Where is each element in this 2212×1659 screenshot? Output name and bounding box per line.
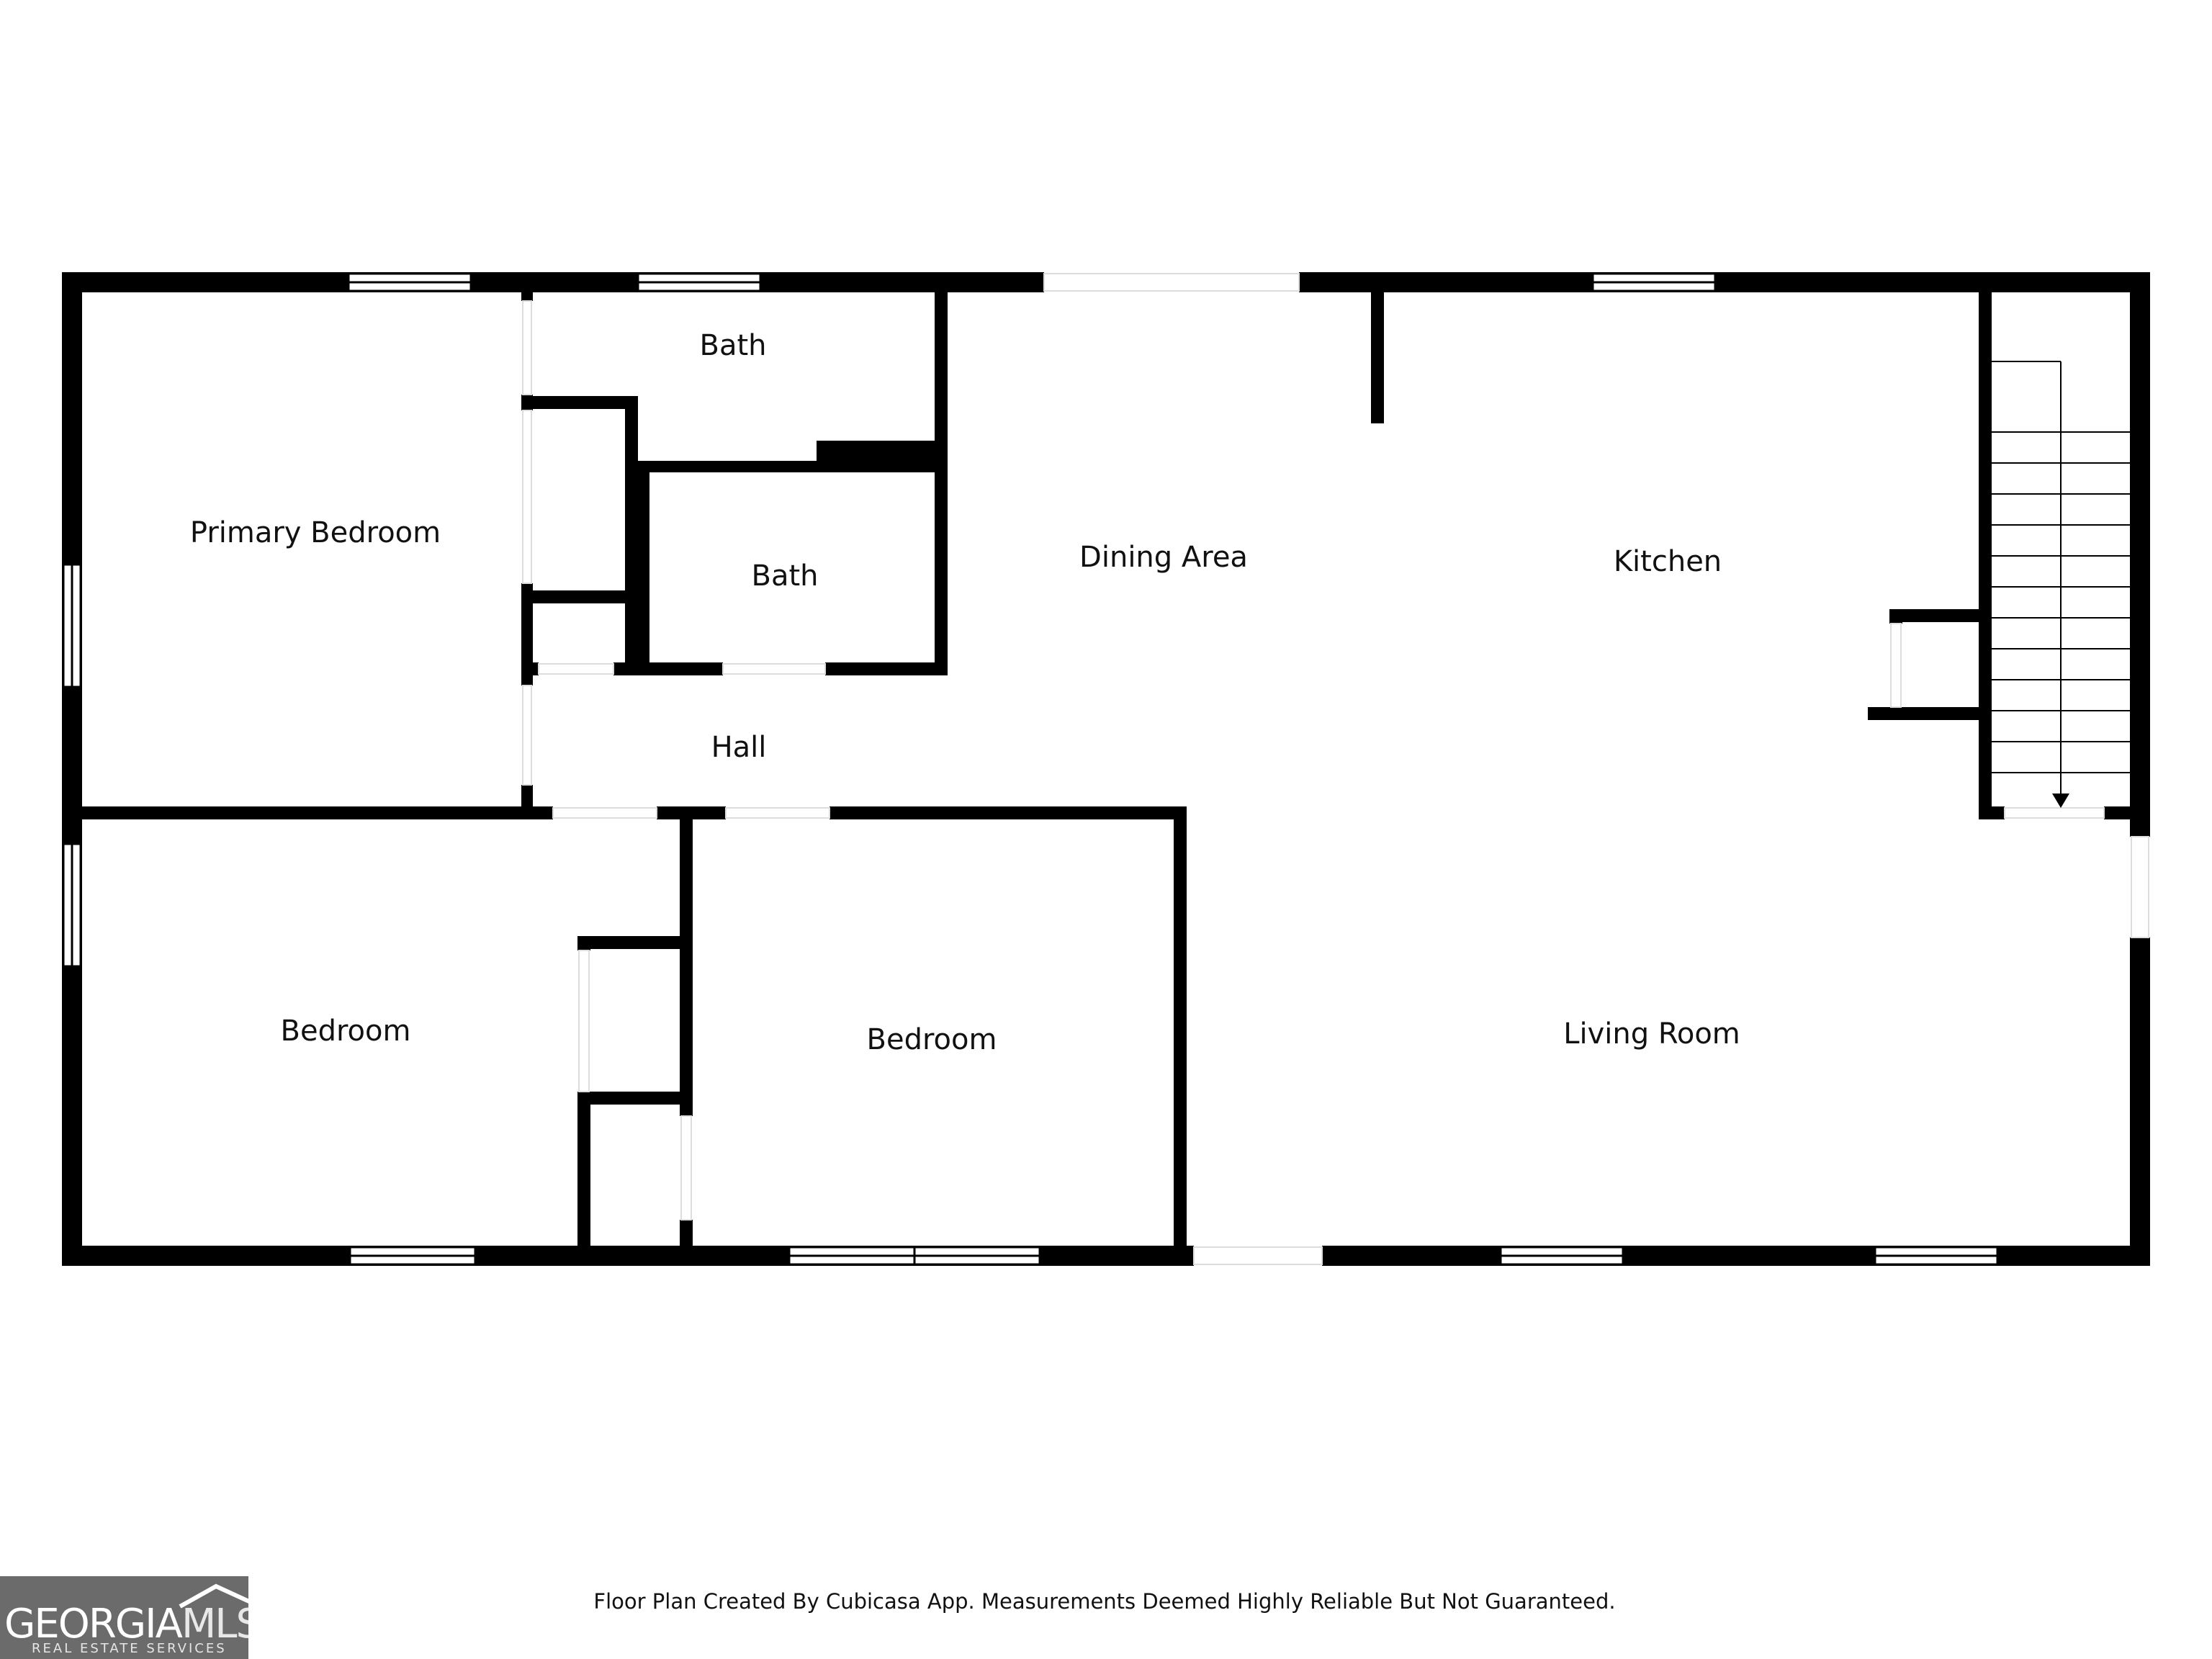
stair-direction-arrow-icon: [2052, 793, 2069, 808]
logo-tagline: REAL ESTATE SERVICES: [32, 1641, 227, 1656]
logo-wordmark: GEORGIAMLS: [4, 1601, 248, 1647]
exterior-walls: [62, 272, 2150, 1266]
openings: [522, 273, 2149, 1265]
logo-brand-thin: MLS: [181, 1601, 248, 1647]
interior-walls: [82, 292, 2150, 1266]
stairs: [1992, 361, 2130, 808]
logo-brand-bold: GEORGIA: [4, 1601, 183, 1647]
room-label-living-room: Living Room: [1563, 1017, 1740, 1051]
room-label-bedroom-middle: Bedroom: [866, 1023, 997, 1056]
georgia-mls-logo: GEORGIAMLS REAL ESTATE SERVICES: [0, 1576, 248, 1659]
room-label-kitchen: Kitchen: [1613, 545, 1722, 578]
room-label-bath-upper: Bath: [699, 329, 767, 362]
windows: [62, 272, 1999, 1266]
disclaimer-text: Floor Plan Created By Cubicasa App. Meas…: [593, 1589, 1616, 1614]
room-label-bedroom-left: Bedroom: [280, 1015, 411, 1048]
room-label-bath-lower: Bath: [751, 559, 819, 593]
room-label-primary-bedroom: Primary Bedroom: [189, 516, 441, 549]
room-label-hall: Hall: [711, 731, 767, 764]
roof-icon: [179, 1583, 248, 1609]
room-label-dining-area: Dining Area: [1079, 541, 1248, 574]
